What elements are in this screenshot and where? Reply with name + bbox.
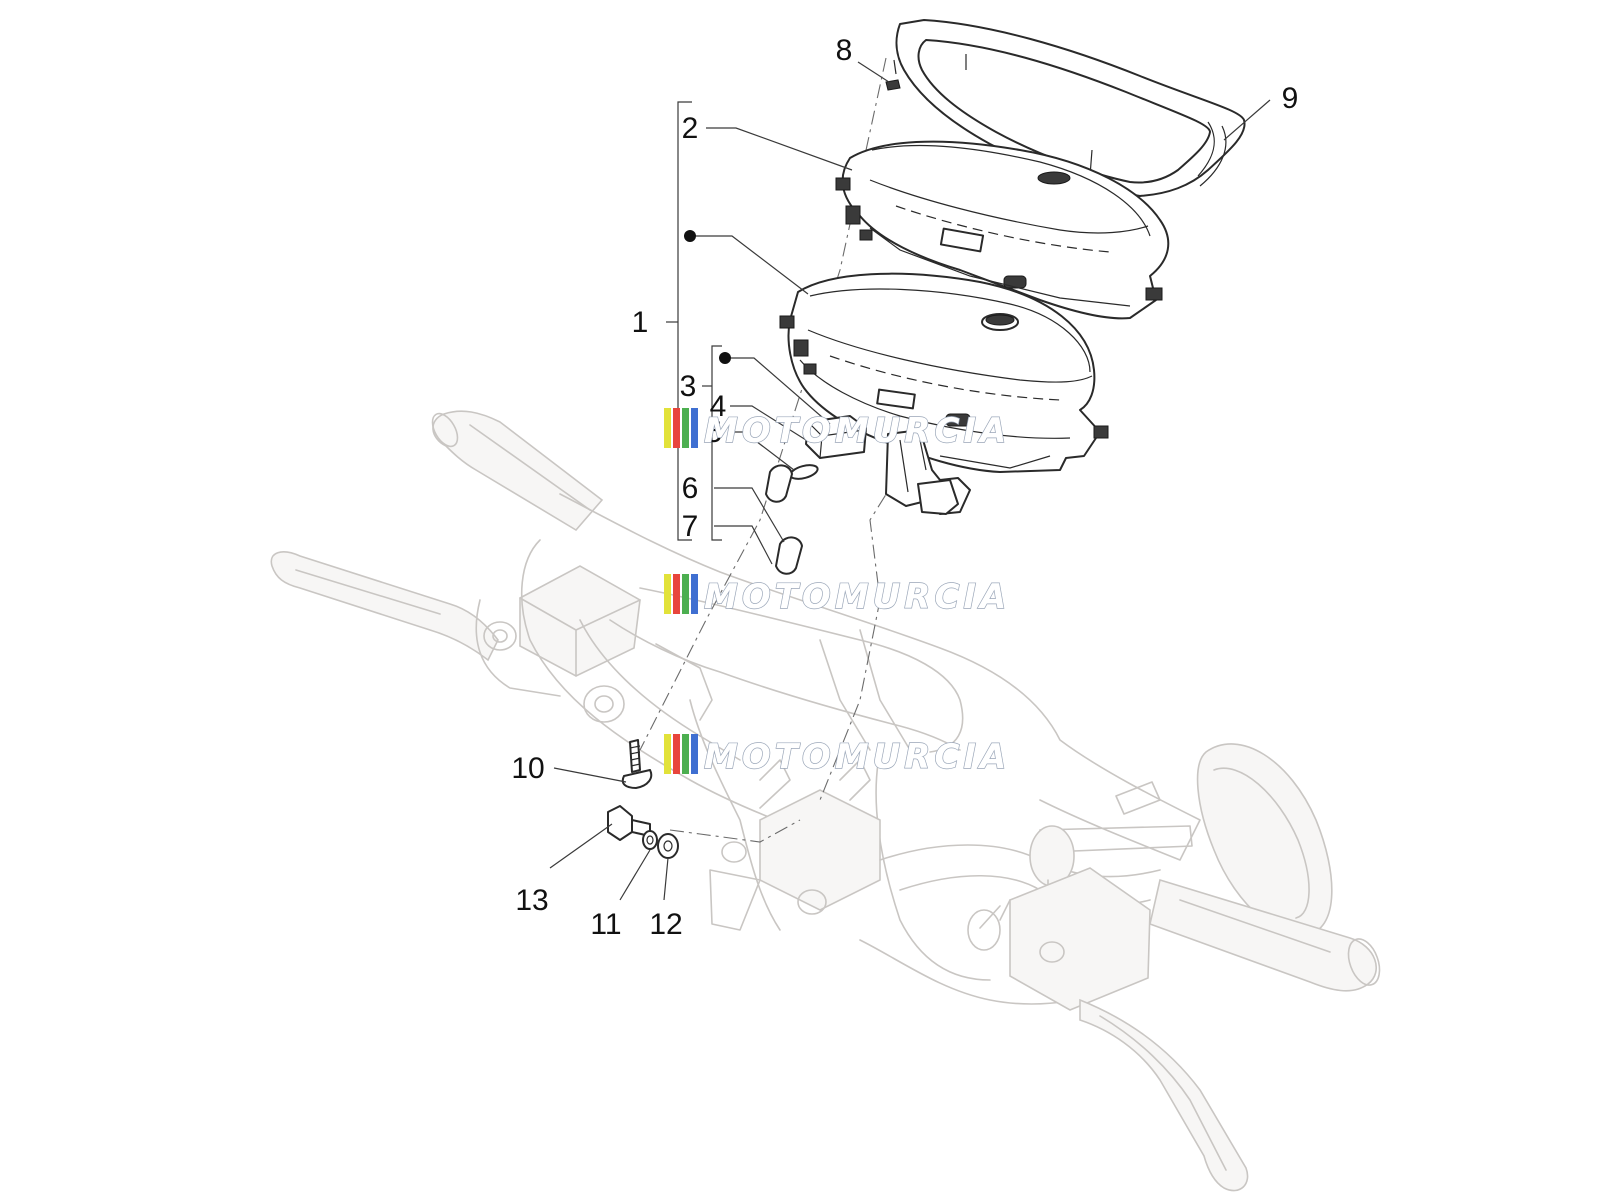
watermark-top: MOTOMURCIA <box>664 408 1010 452</box>
callout-2: 2 <box>682 112 699 145</box>
small-parts <box>607 79 901 859</box>
watermark-stripe-green <box>682 408 689 448</box>
watermark-text: MOTOMURCIA <box>704 737 1010 777</box>
part-10-screw <box>621 739 653 789</box>
callout-7: 7 <box>682 510 699 543</box>
callout-4: 4 <box>710 390 727 423</box>
handlebar-ghost <box>270 410 1381 1192</box>
watermark-stripe-blue <box>691 734 698 774</box>
watermark-stripe-yellow <box>664 574 671 614</box>
left-grip <box>432 410 604 532</box>
watermark-stripe-blue <box>691 574 698 614</box>
right-grip <box>1149 878 1378 992</box>
watermark-stripe-yellow <box>664 408 671 448</box>
part-12-washer <box>657 833 679 859</box>
part-9-trim-bezel <box>893 19 1246 197</box>
callout-11: 11 <box>590 908 621 941</box>
watermark-middle: MOTOMURCIA <box>664 574 1010 618</box>
callout-5: 5 <box>706 416 723 449</box>
callout-10: 10 <box>511 752 544 785</box>
part-2-lens-housing <box>835 140 1170 320</box>
watermark-stripe-green <box>682 574 689 614</box>
part-7-bulb <box>775 536 803 575</box>
callout-8: 8 <box>836 34 853 67</box>
bullet-kit <box>719 352 731 364</box>
bracket-3 <box>711 345 722 541</box>
left-brake-lever <box>270 551 499 662</box>
right-switch-housing <box>1009 867 1151 1011</box>
watermark-bottom: MOTOMURCIA <box>664 734 1010 778</box>
handlebar-body <box>559 493 1201 861</box>
callout-3: 3 <box>680 370 697 403</box>
right-brake-lever <box>1079 998 1249 1192</box>
callout-13: 13 <box>515 884 548 917</box>
part-6-bulb <box>765 464 793 503</box>
part-5-disc <box>789 464 819 480</box>
watermark-stripe-yellow <box>664 734 671 774</box>
watermark-text: MOTOMURCIA <box>704 411 1010 451</box>
callout-12: 12 <box>649 908 682 941</box>
callout-labels: 1 2 3 4 5 6 7 8 9 10 11 12 13 <box>511 34 1298 941</box>
watermark-text: MOTOMURCIA <box>704 577 1010 617</box>
callout-9: 9 <box>1282 82 1299 115</box>
bracket-1 <box>677 101 692 541</box>
watermark-stripe-green <box>682 734 689 774</box>
watermark-stripe-red <box>673 408 680 448</box>
leader-lines <box>549 61 1271 901</box>
dashboard-unit <box>779 272 1109 515</box>
bullet-dashboard <box>684 230 696 242</box>
callout-6: 6 <box>682 472 699 505</box>
part-11-washer <box>642 830 658 850</box>
watermark-stripe-blue <box>691 408 698 448</box>
watermark-stripe-red <box>673 574 680 614</box>
watermark-stripe-red <box>673 734 680 774</box>
callout-1: 1 <box>632 306 649 339</box>
